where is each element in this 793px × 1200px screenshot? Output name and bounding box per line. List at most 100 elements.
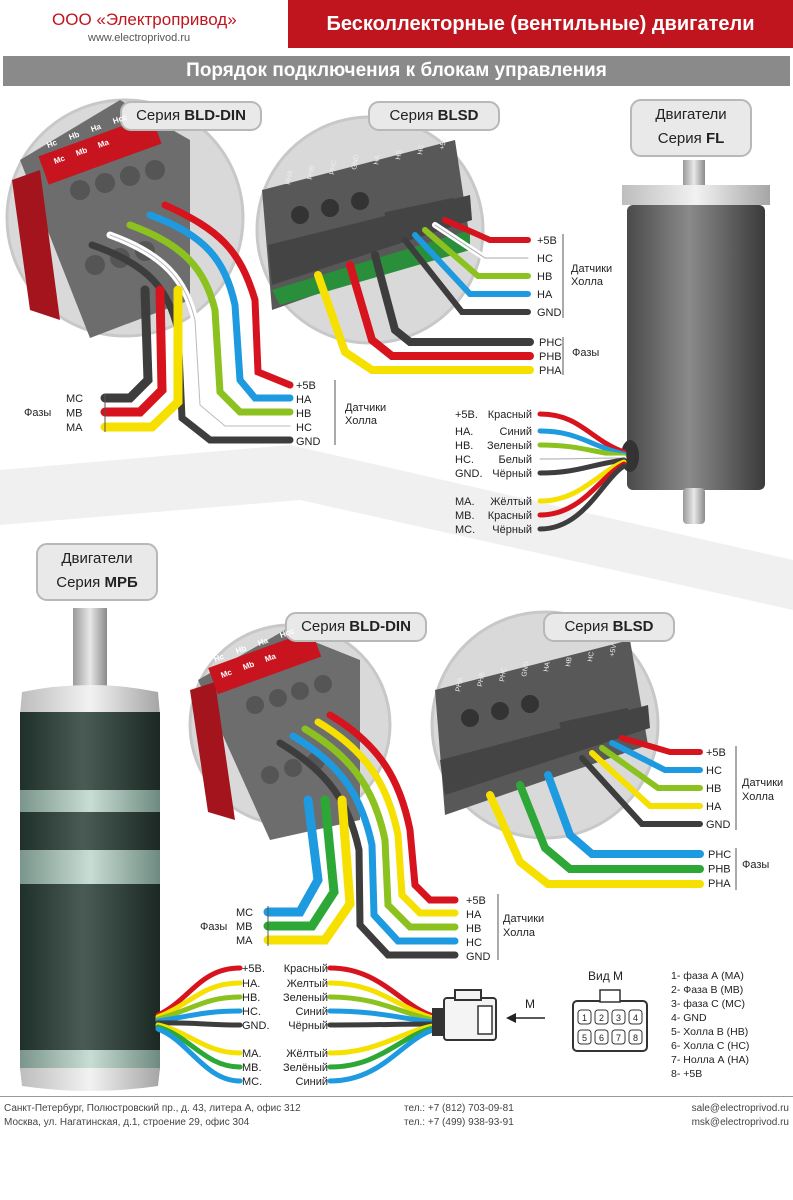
phone-msk[interactable]: тел.: +7 (499) 938-93-91: [404, 1117, 514, 1128]
terminal-label: Ma: [264, 651, 278, 663]
terminal-label: HB: [565, 656, 574, 667]
connector-pin: [628, 1029, 643, 1045]
wire-green: [422, 227, 531, 279]
mpb-motor: [20, 608, 160, 1091]
hall-group-label: Холла: [571, 276, 604, 288]
hall-signal-label: HB: [466, 923, 481, 935]
terminal-label: PHC: [499, 667, 508, 683]
email-msk[interactable]: msk@electroprivod.ru: [691, 1117, 789, 1128]
connector-arrow-label: M: [525, 997, 535, 1011]
phone-spb[interactable]: тел.: +7 (812) 703-09-81: [404, 1103, 514, 1114]
fl-lead-color: Красный: [488, 409, 532, 421]
wire-red: [100, 285, 167, 417]
fl-lead-code: HB.: [455, 440, 473, 452]
hall-signal-label: +5В: [706, 747, 726, 759]
connector-pin-legend: 5- Холла В (НВ): [671, 1026, 748, 1038]
terminal-block: [70, 160, 165, 275]
hall-signal-label: GND: [466, 951, 491, 963]
connector-pin: [628, 1009, 643, 1025]
company-website[interactable]: www.electroprivod.ru: [88, 32, 191, 44]
tag-blsd-top: Серия BLSD: [368, 101, 500, 131]
phase-signal-label: MC: [66, 393, 83, 405]
wire-yellow: [100, 285, 183, 432]
phase-signal-label: MA: [66, 422, 83, 434]
blsd-top-hall-wires: [402, 217, 531, 315]
phase-signal-label: MB: [236, 921, 253, 933]
hall-signal-label: +5В: [296, 380, 316, 392]
blsd-top-phase-wires: [314, 251, 534, 374]
hall-signal-label: HC: [466, 937, 482, 949]
connector-face-view: [572, 989, 648, 1052]
hall-signal-label: GND: [706, 819, 731, 831]
series-word: Серия: [657, 130, 702, 147]
hall-group-label: Холла: [345, 415, 378, 427]
blsd-bottom-phase-wires: [486, 771, 704, 888]
hall-signal-label: HA: [466, 909, 482, 921]
wire-green: [126, 221, 294, 416]
mpb-lead-wires-right: [327, 965, 436, 1084]
series-name: FL: [705, 130, 725, 147]
terminal-label: PHA: [285, 170, 294, 186]
connector-pin-legend: 1- фаза А (МА): [671, 970, 744, 982]
terminal-label: Hc: [46, 138, 59, 150]
mpb-lead-code: +5В.: [242, 963, 265, 975]
terminal-label: PHA: [455, 677, 464, 693]
phase-group-label: Фазы: [742, 859, 769, 871]
mpb-lead-color: Синий: [296, 1076, 328, 1088]
hall-signal-label: HB: [537, 271, 552, 283]
email-sale[interactable]: sale@electroprivod.ru: [691, 1103, 789, 1114]
connector-pin-number: 5: [582, 1033, 587, 1043]
terminal-label: Hcc: [279, 626, 296, 640]
fl-lead-wires: [537, 411, 627, 532]
subtitle-banner: Порядок подключения к блокам управления: [3, 56, 790, 86]
terminal-label: PHB: [307, 165, 316, 181]
connector-pin-legend: 3- фаза С (МС): [671, 998, 745, 1010]
mpb-lead-color: Зеленый: [283, 992, 328, 1004]
fl-lead-color: Белый: [499, 454, 532, 466]
hall-signal-label: GND: [537, 307, 562, 319]
wire-black: [402, 237, 531, 315]
tag-blsd-bottom: Серия BLSD: [543, 612, 675, 642]
phase-signal-label: PHC: [708, 849, 731, 861]
wire-red: [346, 261, 534, 360]
hall-signal-label: HC: [537, 253, 553, 265]
mpb-lead-code: MA.: [242, 1048, 262, 1060]
footer-divider: [0, 1096, 793, 1097]
hall-signal-label: GND: [296, 436, 321, 448]
company-name: ООО «Электропривод»: [52, 10, 237, 29]
phase-signal-label: PHB: [539, 351, 562, 363]
hall-signal-label: HB: [296, 408, 311, 420]
hall-signal-label: +5В: [537, 235, 557, 247]
fl-lead-code: MA.: [455, 496, 475, 508]
terminal-label: Ha: [257, 636, 270, 648]
connector-pin-number: 2: [599, 1013, 604, 1023]
series-name: МРБ: [104, 574, 138, 591]
hall-group-label: Датчики: [571, 263, 612, 275]
phase-group-label: Фазы: [200, 921, 227, 933]
wire-red: [161, 201, 294, 389]
mpb-lead-wires-left: [155, 965, 243, 1084]
series-name: BLSD: [612, 618, 654, 635]
series-name: BLD-DIN: [349, 618, 411, 635]
fl-lead-color: Чёрный: [492, 524, 532, 536]
mpb-lead-color: Желтый: [287, 978, 328, 990]
mpb-lead-color: Зелёный: [283, 1062, 328, 1074]
connector-pin: [577, 1029, 592, 1045]
mpb-lead-code: HB.: [242, 992, 260, 1004]
mpb-connector-plug: [432, 989, 497, 1041]
terminal-label: Hc: [213, 652, 226, 664]
motors-word: Двигатели: [61, 550, 133, 567]
terminal-label: +5V: [439, 136, 448, 150]
fl-lead-code: MC.: [455, 524, 475, 536]
connector-pin-number: 6: [599, 1033, 604, 1043]
phase-signal-label: PHB: [708, 864, 731, 876]
hall-signal-label: HA: [537, 289, 553, 301]
wire-yellow: [314, 271, 534, 374]
footer-emails: sale@electroprivod.ru msk@electroprivod.…: [600, 1102, 789, 1130]
terminal-label: Hb: [68, 130, 81, 142]
connector-view-label: Вид М: [588, 969, 623, 983]
